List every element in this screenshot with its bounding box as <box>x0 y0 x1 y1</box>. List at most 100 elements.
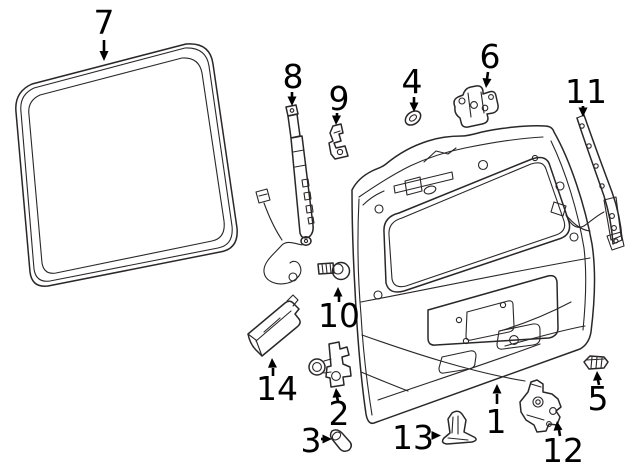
bolt-shank <box>317 262 335 275</box>
harness-grommet <box>288 272 298 282</box>
license-plate-recess <box>465 300 515 341</box>
bracket9-body <box>328 123 349 160</box>
callout-5-label[interactable]: 5 <box>588 379 609 418</box>
wedge-rib-2 <box>595 356 598 369</box>
latch-hole-small <box>549 407 557 415</box>
bolt-flange <box>331 261 351 281</box>
sensor-cylinder-inner <box>312 362 322 372</box>
strut-top-hole <box>289 108 295 113</box>
callout-11-label[interactable]: 11 <box>565 72 607 111</box>
strut-top-cap <box>285 104 299 117</box>
trim-bracket-hole1 <box>609 213 615 219</box>
callout-13[interactable]: 13 <box>392 418 441 457</box>
sensor-cylinder-outer <box>308 358 326 376</box>
callout-8[interactable]: 8 <box>283 57 304 106</box>
sensor-link-top <box>323 358 332 362</box>
callout-12[interactable]: 12 <box>542 421 584 470</box>
callout-7-arrowhead <box>99 51 109 61</box>
bracket9-hole <box>336 148 344 156</box>
latch-detail-line2 <box>526 414 545 421</box>
callout-6-label[interactable]: 6 <box>480 37 501 76</box>
seal-outer-line <box>15 43 238 287</box>
strut-rod <box>287 113 301 139</box>
strut-detail-tab3 <box>305 204 314 214</box>
strut-detail-tab4 <box>307 216 315 225</box>
callout-9-label[interactable]: 9 <box>329 79 350 118</box>
callout-4[interactable]: 4 <box>402 62 423 112</box>
wedge-rib-3 <box>600 357 603 369</box>
handle-slot-right <box>496 323 541 350</box>
callout-12-arrow <box>557 429 562 437</box>
hinge-fold-line2 <box>480 91 485 114</box>
callout-6-arrow <box>485 71 490 80</box>
callout-10-label[interactable]: 10 <box>318 296 360 335</box>
callout-5-arrow <box>596 379 601 386</box>
latch-hole-center <box>535 399 541 405</box>
window-opening-outer <box>383 156 571 293</box>
callout-3[interactable]: 3 <box>301 421 333 460</box>
bottom-flange-line <box>377 343 541 401</box>
sensor-body <box>325 341 352 388</box>
bracket14-tab <box>286 294 299 307</box>
callout-6-arrowhead <box>482 78 492 88</box>
cap-body <box>329 429 353 453</box>
license-screw-3 <box>462 337 470 345</box>
cap-face <box>331 431 342 441</box>
bolt-thread-1 <box>321 263 324 274</box>
callout-14[interactable]: 14 <box>256 358 298 408</box>
callout-9[interactable]: 9 <box>329 79 350 125</box>
bolt-thread-3 <box>329 262 332 274</box>
callout-7[interactable]: 7 <box>94 3 115 61</box>
bolt-thread-2 <box>325 263 328 274</box>
beltline-crease <box>360 257 591 303</box>
strut-joint-line <box>292 149 305 153</box>
right-crease-1 <box>499 301 572 332</box>
part-12-latch <box>519 379 562 433</box>
callout-4-label[interactable]: 4 <box>402 62 423 101</box>
license-pocket <box>427 274 559 346</box>
wedge-outline <box>583 355 609 370</box>
clip-slot-line1 <box>451 416 454 434</box>
callout-2-arrowhead <box>332 388 342 398</box>
bracket14-slot <box>263 317 281 333</box>
callout-6[interactable]: 6 <box>480 37 501 88</box>
latch-hole-lower <box>546 421 552 427</box>
wedge-top-line <box>585 358 605 361</box>
seal-inner-line <box>28 57 225 274</box>
part-13-clip <box>441 410 477 445</box>
callout-14-label[interactable]: 14 <box>256 369 298 408</box>
callout-2-label[interactable]: 2 <box>329 394 350 433</box>
part-5-wedge <box>583 355 609 370</box>
callout-11[interactable]: 11 <box>565 72 607 117</box>
callout-4-arrowhead <box>409 102 419 112</box>
strut-ball-socket <box>300 236 312 246</box>
callout-3-label[interactable]: 3 <box>301 421 322 460</box>
callout-5[interactable]: 5 <box>588 371 609 418</box>
wedge-rib-1 <box>590 356 593 369</box>
gate-inner-top-line <box>358 136 544 198</box>
trim-wire-connector <box>550 201 567 217</box>
hinge-hole-4 <box>488 94 494 100</box>
clip-base-line <box>447 437 469 441</box>
callout-13-arrowhead <box>431 431 441 440</box>
callout-7-label[interactable]: 7 <box>94 3 115 42</box>
gate-inner-left-line <box>357 198 373 416</box>
part-9-bracket <box>328 123 349 160</box>
callout-1-label[interactable]: 1 <box>486 402 507 441</box>
callout-1[interactable]: 1 <box>486 384 507 441</box>
callout-10[interactable]: 10 <box>318 287 360 335</box>
part-6-hinge <box>453 85 499 128</box>
callout-12-label[interactable]: 12 <box>542 431 584 470</box>
part-2-sensor <box>308 341 352 388</box>
hinge-body <box>453 85 499 128</box>
callout-2[interactable]: 2 <box>329 388 350 433</box>
callout-5-arrowhead <box>593 371 602 381</box>
callout-9-arrowhead <box>332 115 341 125</box>
callout-13-label[interactable]: 13 <box>392 418 434 457</box>
part-4-grommet <box>404 110 422 126</box>
hinge-hole-3 <box>481 104 489 112</box>
bracket14-inner-line <box>255 310 292 342</box>
harness-connector <box>255 188 271 204</box>
callout-8-label[interactable]: 8 <box>283 57 304 96</box>
